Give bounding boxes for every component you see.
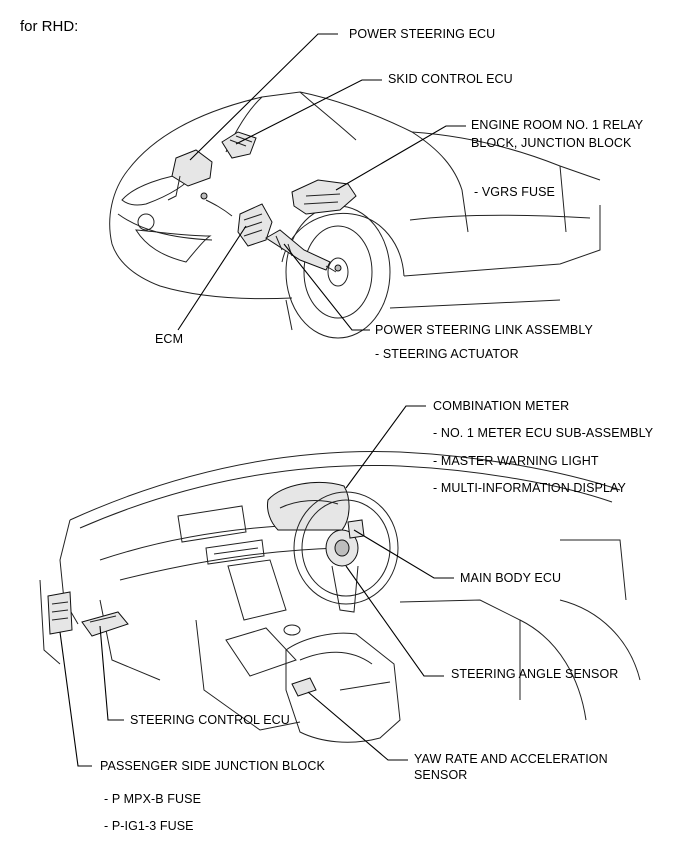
label-link-assembly: POWER STEERING LINK ASSEMBLY [375,323,593,337]
label-passenger-junction-block: PASSENGER SIDE JUNCTION BLOCK [100,759,325,773]
label-yaw-rate-line1: YAW RATE AND ACCELERATION [414,752,608,766]
label-engine-room-relay-line2: BLOCK, JUNCTION BLOCK [471,136,632,150]
label-steering-control-ecu: STEERING CONTROL ECU [130,713,290,727]
label-p-mpxb-fuse: - P MPX-B FUSE [104,792,202,806]
label-steering-angle-sensor: STEERING ANGLE SENSOR [451,667,619,681]
label-skid-control-ecu: SKID CONTROL ECU [388,72,513,86]
label-meter-ecu: - NO. 1 METER ECU SUB-ASSEMBLY [433,426,654,440]
label-steering-actuator: - STEERING ACTUATOR [375,347,519,361]
label-multi-information-display: - MULTI-INFORMATION DISPLAY [433,481,626,495]
label-combination-meter: COMBINATION METER [433,399,570,413]
car-front-drawing [109,91,601,339]
top-leader-lines [177,33,466,331]
bottom-leader-lines [59,405,454,767]
label-engine-room-relay-line1: ENGINE ROOM NO. 1 RELAY [471,118,644,132]
label-main-body-ecu: MAIN BODY ECU [460,571,562,585]
label-p-ig13-fuse: - P-IG1-3 FUSE [104,819,194,833]
dashboard-drawing [39,451,641,743]
label-power-steering-ecu: POWER STEERING ECU [349,27,496,41]
diagram-heading: for RHD: [20,18,79,35]
label-yaw-rate-line2: SENSOR [414,768,468,782]
label-master-warning-light: - MASTER WARNING LIGHT [433,454,599,468]
label-ecm: ECM [155,332,184,346]
label-vgrs-fuse: - VGRS FUSE [474,185,555,199]
